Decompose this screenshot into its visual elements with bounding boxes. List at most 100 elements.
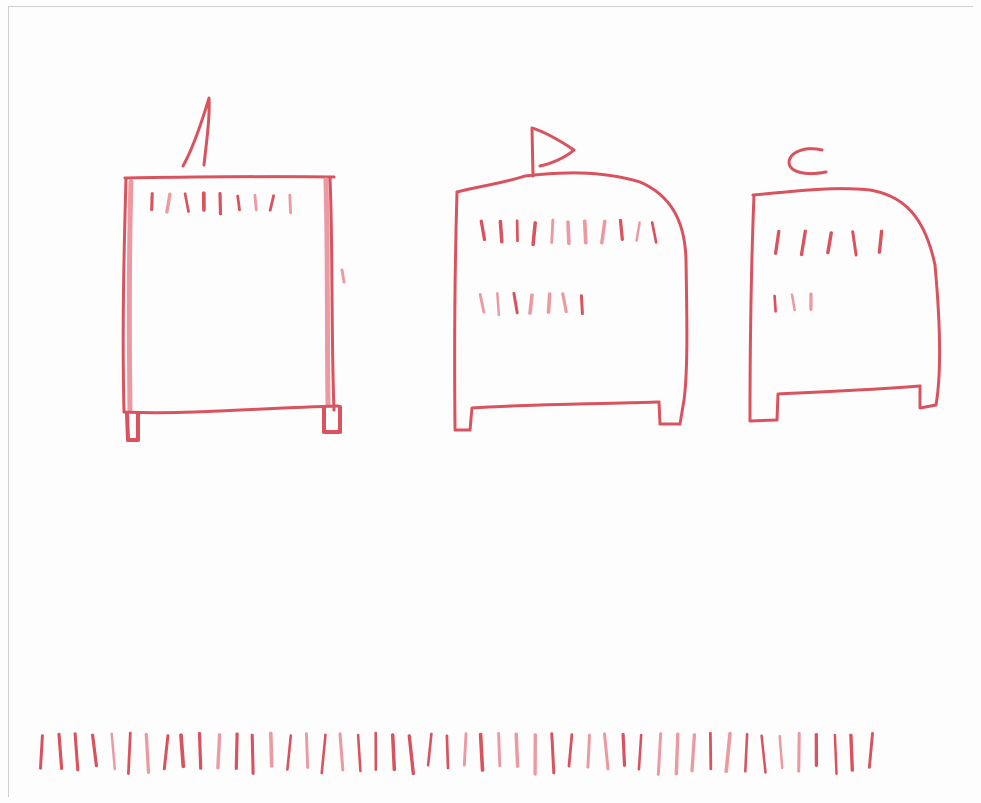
box-c-tally-row-1 — [773, 229, 884, 257]
tally-mark — [445, 734, 450, 770]
box-b-left — [453, 190, 459, 430]
box-c: C — [748, 147, 942, 423]
box-b-top — [455, 171, 688, 262]
tally-mark — [179, 733, 186, 769]
tally-mark — [567, 733, 574, 768]
tally-mark — [497, 731, 502, 768]
box-b-tally-row-2 — [478, 291, 584, 317]
tally-mark — [566, 220, 571, 246]
tally-mark — [531, 221, 537, 247]
tally-mark — [183, 192, 190, 213]
tally-mark — [867, 732, 874, 769]
tally-mark — [512, 291, 519, 315]
tally-mark — [773, 229, 781, 255]
tally-mark — [236, 194, 241, 212]
tally-mark — [498, 219, 504, 244]
tally-mark — [288, 193, 293, 215]
tally-mark — [637, 733, 643, 771]
box-a-foot-right — [322, 405, 342, 434]
tally-mark — [304, 732, 310, 769]
tally-mark — [877, 229, 884, 254]
tally-mark — [73, 732, 80, 772]
tally-mark — [162, 734, 170, 771]
tally-mark — [799, 229, 807, 257]
tally-mark — [724, 731, 732, 774]
box-a-right-shade — [323, 177, 331, 408]
tally-mark — [150, 192, 154, 212]
tally-mark — [797, 731, 801, 773]
box-c-bottom — [748, 384, 922, 423]
box-a-left — [121, 176, 128, 414]
tally-mark — [849, 733, 854, 772]
tally-mark — [218, 192, 223, 216]
box-b-right — [657, 258, 689, 426]
tally-mark — [478, 293, 486, 314]
tally-mark — [635, 221, 641, 242]
tally-mark — [478, 732, 485, 772]
tally-mark — [586, 733, 591, 769]
tally-mark — [743, 732, 749, 773]
tally-mark — [656, 732, 663, 776]
box-b-bottom — [453, 400, 661, 432]
tally-mark — [690, 733, 697, 773]
tally-mark — [851, 230, 858, 257]
tally-mark — [550, 732, 556, 775]
box-a-side-mark — [340, 268, 346, 284]
box-a-left-shade — [126, 179, 134, 413]
tally-mark — [561, 292, 568, 314]
label-b-stroke — [530, 126, 576, 178]
box-b-tally-row-1 — [479, 218, 658, 247]
box-a-right — [328, 176, 336, 412]
label-a-stroke — [181, 96, 211, 168]
tally-mark — [286, 734, 293, 771]
tally-mark — [356, 733, 362, 773]
tally-mark — [250, 733, 255, 775]
tally-mark — [514, 732, 520, 768]
tally-mark — [833, 733, 838, 776]
tally-mark — [407, 734, 415, 776]
tally-mark — [778, 734, 784, 770]
tally-mark — [426, 732, 433, 767]
bottom-tally-row — [39, 731, 874, 776]
tally-mark — [650, 221, 658, 244]
tally-mark — [674, 732, 680, 776]
tally-mark — [234, 732, 239, 770]
tally-mark — [126, 731, 132, 775]
box-c-right — [918, 263, 942, 410]
label-c-stroke — [787, 147, 828, 176]
tally-mark — [216, 733, 222, 770]
tally-mark — [579, 294, 584, 316]
tally-mark — [790, 293, 796, 312]
tally-mark — [773, 294, 777, 313]
box-c-top — [751, 187, 937, 267]
tally-mark — [253, 193, 258, 212]
tally-mark — [197, 731, 203, 770]
tally-mark — [550, 218, 555, 244]
box-a-bottom — [122, 404, 340, 415]
box-a: A — [121, 96, 346, 442]
box-a-top — [123, 175, 336, 180]
box-a-tally-row-1 — [150, 191, 293, 216]
tally-mark — [479, 219, 487, 242]
tally-mark — [338, 732, 345, 772]
paper-edge — [8, 6, 973, 797]
box-b: B — [453, 126, 689, 432]
box-c-tally-row-2 — [773, 292, 813, 313]
tally-mark — [528, 293, 534, 315]
tally-mark — [268, 731, 274, 768]
tally-mark — [144, 732, 151, 774]
tally-mark — [39, 734, 44, 770]
tally-mark — [268, 194, 276, 212]
box-a-foot-left — [125, 412, 140, 442]
tally-mark — [546, 292, 552, 314]
tally-mark — [165, 192, 172, 214]
tally-mark — [390, 733, 397, 772]
tally-mark — [826, 231, 833, 255]
tally-mark — [462, 732, 468, 767]
tally-mark — [618, 218, 624, 241]
tally-mark — [600, 219, 607, 245]
tally-mark — [496, 292, 501, 317]
tally-mark — [110, 732, 117, 771]
